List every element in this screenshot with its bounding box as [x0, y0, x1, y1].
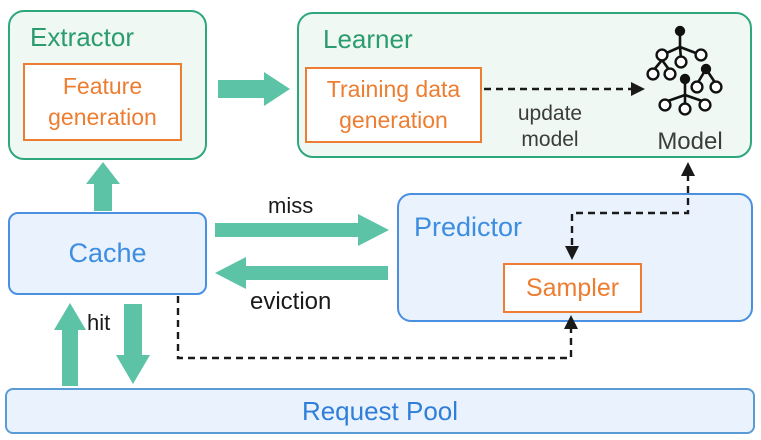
training-data-generation-label: Training data generation [326, 76, 461, 133]
hit-label: hit [87, 310, 111, 335]
arrow-hit [54, 303, 86, 386]
feature-generation-box: Feature generation [23, 63, 182, 141]
sampler-label: Sampler [525, 273, 620, 302]
miss-label: miss [268, 193, 314, 218]
request-pool-box: Request Pool [5, 388, 755, 434]
arrow-cache-to-extractor [86, 162, 120, 211]
arrow-miss [215, 214, 389, 246]
model-label: Model [657, 128, 723, 155]
dashed-model-sampler-connector [570, 174, 690, 248]
request-pool-title: Request Pool [301, 395, 459, 426]
extractor-title: Extractor [30, 22, 135, 52]
cache-title: Cache [68, 238, 147, 268]
update-model-label: update model [517, 102, 583, 151]
feature-generation-label: Feature generation [48, 73, 157, 130]
decision-trees-icon [640, 18, 732, 118]
dashed-cache-to-sampler-connector [176, 296, 573, 360]
arrow-extractor-to-learner [218, 72, 290, 106]
sampler-box: Sampler [503, 263, 642, 313]
arrow-eviction [215, 257, 388, 289]
arrowhead-to-model [681, 162, 695, 176]
arrowhead-to-sampler-bottom [564, 315, 578, 329]
learner-title: Learner [323, 24, 413, 54]
arrowhead-to-sampler-top [565, 246, 579, 260]
arrow-cache-to-request-pool [116, 304, 150, 384]
training-data-generation-box: Training data generation [305, 67, 482, 143]
predictor-title: Predictor [414, 212, 523, 242]
eviction-label: eviction [250, 288, 332, 315]
arrowhead-update-model [631, 82, 645, 96]
cache-box: Cache [8, 212, 207, 295]
